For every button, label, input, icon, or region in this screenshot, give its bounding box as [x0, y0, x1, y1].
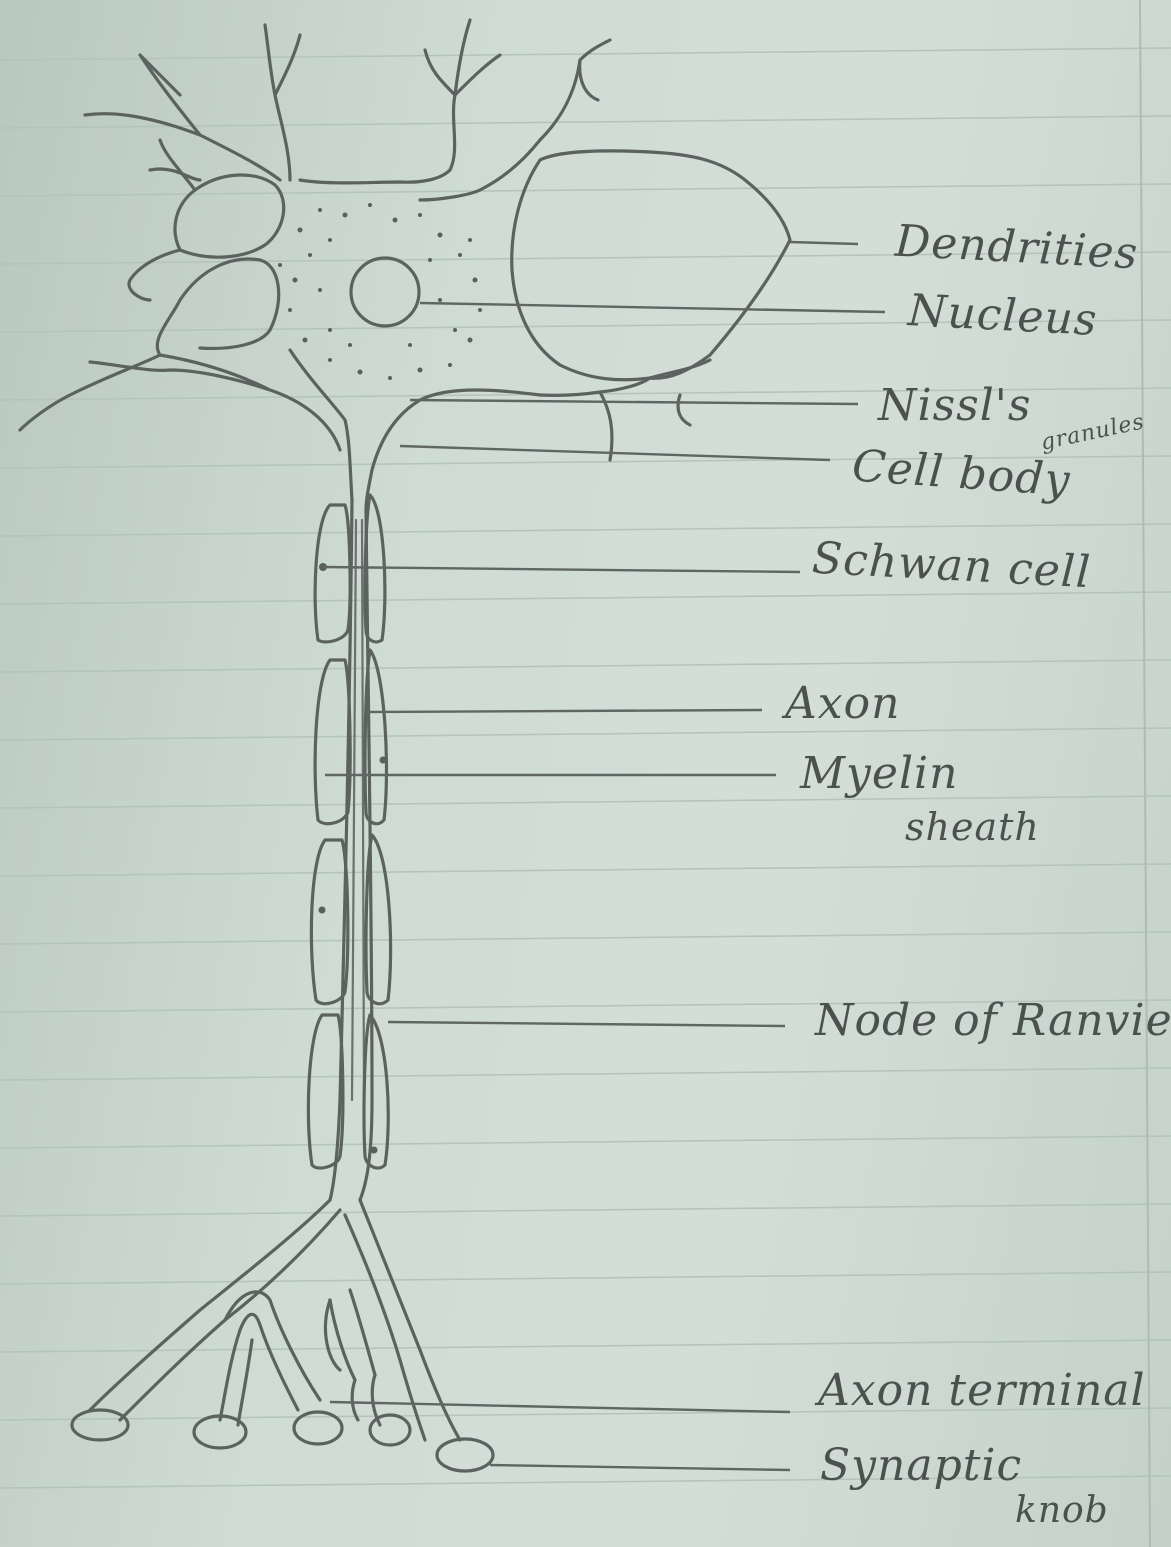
myelin-sheath — [308, 495, 390, 1168]
label-nissl: Nissl's — [878, 380, 1031, 431]
nucleus-shape — [351, 258, 419, 326]
axon-terminal — [72, 1200, 493, 1471]
label-nucleus: Nucleus — [907, 285, 1099, 346]
label-axon: Axon — [785, 678, 900, 729]
label-axon-terminal: Axon terminal — [818, 1365, 1146, 1416]
nissl-granules — [278, 203, 482, 380]
label-synaptic: Synaptic — [820, 1440, 1022, 1491]
label-sheath: sheath — [905, 805, 1040, 849]
cell-body — [20, 20, 790, 510]
label-node-of-ranvier: Node of Ranvier — [815, 995, 1171, 1046]
leader-lines — [323, 242, 885, 1470]
synaptic-knob — [370, 1415, 410, 1445]
label-knob: knob — [1015, 1490, 1109, 1531]
label-myelin: Myelin — [800, 748, 958, 799]
synaptic-knob — [437, 1439, 493, 1471]
synaptic-knob — [72, 1410, 128, 1440]
